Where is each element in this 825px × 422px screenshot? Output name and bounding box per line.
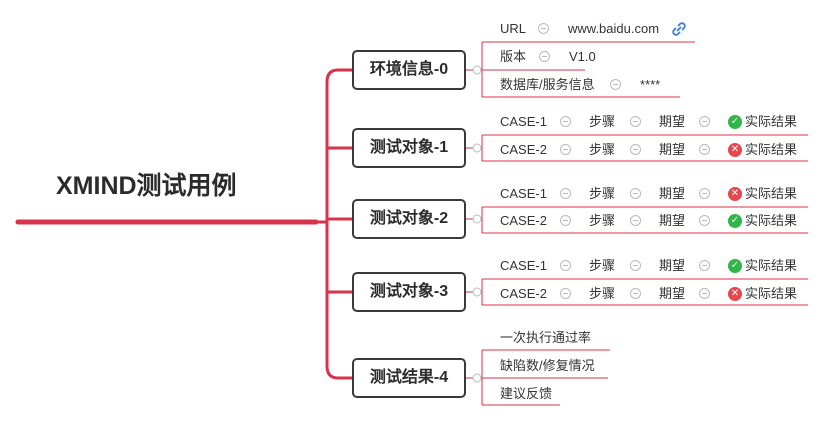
env-url-row[interactable]: URL www.baidu.com	[500, 19, 700, 39]
case-result: 实际结果	[745, 114, 798, 129]
collapse-icon[interactable]	[539, 51, 550, 62]
collapse-icon[interactable]	[699, 260, 710, 271]
case-result: 实际结果	[745, 213, 798, 228]
case-name: CASE-1	[500, 114, 547, 129]
case-row[interactable]: CASE-1 步骤 期望 ✓实际结果	[500, 256, 810, 276]
collapse-icon[interactable]	[560, 260, 571, 271]
collapse-icon[interactable]	[630, 116, 641, 127]
case-name: CASE-1	[500, 258, 547, 273]
case-expect: 期望	[659, 142, 686, 157]
collapse-icon[interactable]	[630, 188, 641, 199]
branch-test-result[interactable]: 测试结果-4	[352, 358, 466, 398]
case-name: CASE-2	[500, 142, 547, 157]
case-row[interactable]: CASE-1 步骤 期望 ✕实际结果	[500, 184, 810, 204]
env-db-label: 数据库/服务信息	[500, 77, 595, 92]
branch-test-object-2[interactable]: 测试对象-2	[352, 199, 466, 239]
case-step: 步骤	[589, 114, 616, 129]
env-url-value: www.baidu.com	[568, 21, 660, 36]
case-step: 步骤	[589, 258, 616, 273]
case-expect: 期望	[659, 286, 686, 301]
case-step: 步骤	[589, 186, 616, 201]
branch-env-info[interactable]: 环境信息-0	[352, 50, 466, 90]
collapse-icon[interactable]	[560, 288, 571, 299]
case-result: 实际结果	[745, 286, 798, 301]
env-version-value: V1.0	[569, 49, 596, 64]
root-topic[interactable]: XMIND测试用例	[56, 172, 237, 200]
case-result: 实际结果	[745, 142, 798, 157]
case-result: 实际结果	[745, 258, 798, 273]
case-expect: 期望	[659, 258, 686, 273]
case-expect: 期望	[659, 213, 686, 228]
case-step: 步骤	[589, 286, 616, 301]
case-row[interactable]: CASE-2 步骤 期望 ✓实际结果	[500, 211, 810, 231]
env-db-value: ****	[640, 77, 661, 92]
case-name: CASE-2	[500, 286, 547, 301]
check-icon: ✓	[728, 115, 742, 129]
collapse-icon[interactable]	[699, 116, 710, 127]
env-version-label: 版本	[500, 49, 527, 64]
collapse-icon[interactable]	[560, 116, 571, 127]
case-row[interactable]: CASE-2 步骤 期望 ✕实际结果	[500, 140, 810, 160]
collapse-icon[interactable]	[699, 144, 710, 155]
result-pass-rate[interactable]: 一次执行通过率	[500, 330, 592, 345]
collapse-icon[interactable]	[699, 215, 710, 226]
collapse-icon[interactable]	[560, 215, 571, 226]
env-version-row[interactable]: 版本 V1.0	[500, 47, 610, 67]
env-url-label: URL	[500, 21, 527, 36]
case-row[interactable]: CASE-1 步骤 期望 ✓实际结果	[500, 112, 810, 132]
collapse-icon[interactable]	[610, 79, 621, 90]
case-step: 步骤	[589, 142, 616, 157]
result-feedback[interactable]: 建议反馈	[500, 386, 553, 401]
case-row[interactable]: CASE-2 步骤 期望 ✕实际结果	[500, 284, 810, 304]
collapse-icon[interactable]	[560, 144, 571, 155]
case-expect: 期望	[659, 114, 686, 129]
case-expect: 期望	[659, 186, 686, 201]
cross-icon: ✕	[728, 187, 742, 201]
case-step: 步骤	[589, 213, 616, 228]
env-db-row[interactable]: 数据库/服务信息 ****	[500, 75, 680, 95]
check-icon: ✓	[728, 214, 742, 228]
collapse-icon[interactable]	[560, 188, 571, 199]
collapse-icon[interactable]	[699, 188, 710, 199]
cross-icon: ✕	[728, 287, 742, 301]
cross-icon: ✕	[728, 143, 742, 157]
check-icon: ✓	[728, 259, 742, 273]
collapse-icon[interactable]	[538, 23, 549, 34]
collapse-icon[interactable]	[699, 288, 710, 299]
collapse-icon[interactable]	[630, 260, 641, 271]
collapse-icon[interactable]	[630, 215, 641, 226]
case-result: 实际结果	[745, 186, 798, 201]
collapse-icon[interactable]	[630, 288, 641, 299]
result-defects[interactable]: 缺陷数/修复情况	[500, 358, 595, 373]
case-name: CASE-1	[500, 186, 547, 201]
branch-test-object-1[interactable]: 测试对象-1	[352, 128, 466, 168]
link-icon[interactable]	[671, 21, 687, 37]
case-name: CASE-2	[500, 213, 547, 228]
branch-test-object-3[interactable]: 测试对象-3	[352, 272, 466, 312]
collapse-icon[interactable]	[630, 144, 641, 155]
